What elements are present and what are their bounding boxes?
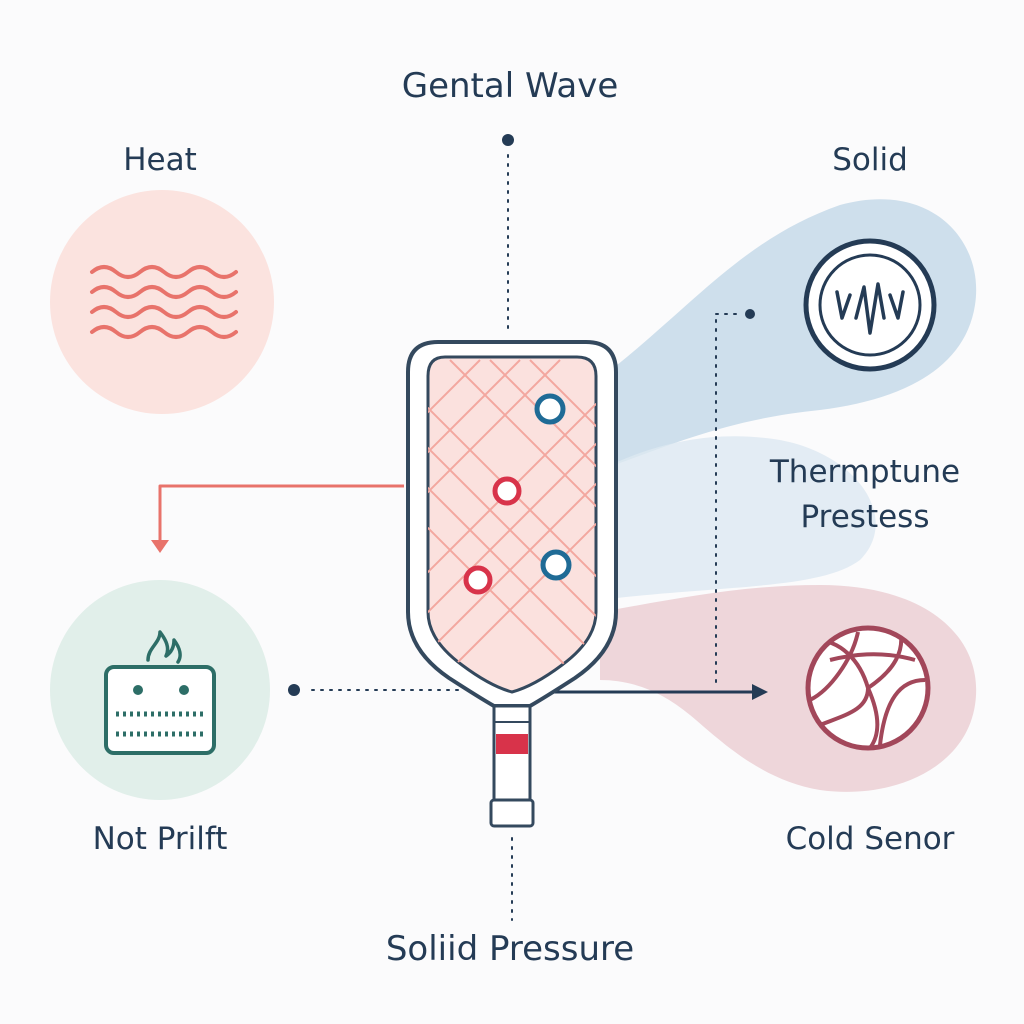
left-connector-dot xyxy=(288,684,300,696)
top-connector-dot xyxy=(502,134,514,146)
sensor-dot-red xyxy=(492,476,522,506)
cold-arrow-head xyxy=(752,684,768,700)
heater-panel-icon xyxy=(104,630,216,755)
pickleball-paddle-icon xyxy=(406,340,618,828)
volleyball-icon xyxy=(805,625,931,751)
label-cold-senor: Cold Senor xyxy=(785,821,955,857)
sensor-dot-blue xyxy=(534,393,566,425)
thermptune-ribbon xyxy=(600,436,876,600)
label-soliid-pressure: Soliid Pressure xyxy=(385,929,635,969)
heat-circle xyxy=(50,190,274,414)
sensor-dot-red xyxy=(463,565,493,595)
heat-arrow-line xyxy=(158,484,404,540)
heat-arrow-head xyxy=(151,540,169,553)
label-prestess: Prestess xyxy=(800,499,930,535)
sensor-dot-blue xyxy=(540,549,572,581)
label-heat: Heat xyxy=(123,142,197,178)
handle-cap xyxy=(489,798,535,828)
sound-wave-icon xyxy=(803,238,937,372)
right-connector-dot xyxy=(745,309,755,319)
connectors xyxy=(151,134,768,921)
label-gental-wave: Gental Wave xyxy=(401,66,619,106)
label-not-prilft: Not Prilft xyxy=(92,821,228,857)
handle-red-band xyxy=(496,734,528,754)
label-thermptune: Thermptune xyxy=(769,454,961,490)
heat-waves-icon xyxy=(90,265,238,339)
label-solid: Solid xyxy=(832,142,908,178)
